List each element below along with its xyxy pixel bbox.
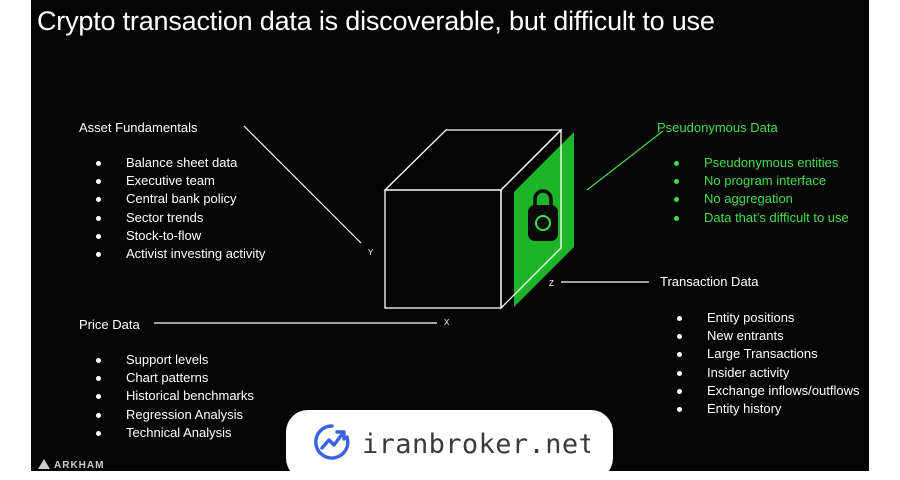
transaction-data-heading: Transaction Data — [660, 274, 759, 289]
list-item: New entrants — [677, 327, 859, 345]
cube-front-face — [384, 189, 502, 309]
list-item: Data that’s difficult to use — [674, 209, 849, 227]
list-item: Activist investing activity — [96, 245, 265, 263]
pseudonymous-data-heading: Pseudonymous Data — [657, 120, 778, 135]
list-item: Entity history — [677, 400, 859, 418]
price-data-heading: Price Data — [79, 317, 140, 332]
transaction-data-list: Entity positions New entrants Large Tran… — [677, 309, 859, 418]
asset-fundamentals-list: Balance sheet data Executive team Centra… — [96, 154, 265, 263]
footer-logo: ARKHAM — [38, 459, 104, 471]
slide: Crypto transaction data is discoverable,… — [31, 0, 869, 471]
footer-brand: ARKHAM — [54, 460, 105, 471]
list-item: Sector trends — [96, 209, 265, 227]
pseudonymous-data-list: Pseudonymous entities No program interfa… — [674, 154, 849, 227]
list-item: No aggregation — [674, 190, 849, 208]
list-item: Technical Analysis — [96, 424, 254, 442]
list-item: Historical benchmarks — [96, 387, 254, 405]
asset-fundamentals-heading: Asset Fundamentals — [79, 120, 198, 135]
slide-title: Crypto transaction data is discoverable,… — [37, 6, 715, 36]
lock-icon — [528, 189, 558, 241]
list-item: Chart patterns — [96, 369, 254, 387]
list-item: Insider activity — [677, 364, 859, 382]
list-item: Exchange inflows/outflows — [677, 382, 859, 400]
list-item: Large Transactions — [677, 345, 859, 363]
arkham-logo-icon — [38, 459, 50, 469]
list-item: Stock-to-flow — [96, 227, 265, 245]
y-axis-connector — [243, 125, 362, 244]
watermark-badge: iranbroker.net — [286, 410, 613, 480]
pseudonymous-connector — [586, 130, 664, 191]
cube-diagram — [154, 125, 664, 324]
watermark-logo: iranbroker.net — [313, 424, 590, 460]
list-item: Pseudonymous entities — [674, 154, 849, 172]
list-item: Balance sheet data — [96, 154, 265, 172]
list-item: Support levels — [96, 351, 254, 369]
list-item: Entity positions — [677, 309, 859, 327]
list-item: Central bank policy — [96, 190, 265, 208]
x-axis-label: X — [444, 318, 450, 327]
price-data-list: Support levels Chart patterns Historical… — [96, 351, 254, 442]
list-item: Executive team — [96, 172, 265, 190]
watermark-text: iranbroker.net — [362, 429, 590, 460]
y-axis-label: Y — [368, 248, 374, 257]
list-item: No program interface — [674, 172, 849, 190]
list-item: Regression Analysis — [96, 406, 254, 424]
trend-chart-icon — [313, 424, 349, 460]
z-axis-label: Z — [549, 279, 554, 288]
